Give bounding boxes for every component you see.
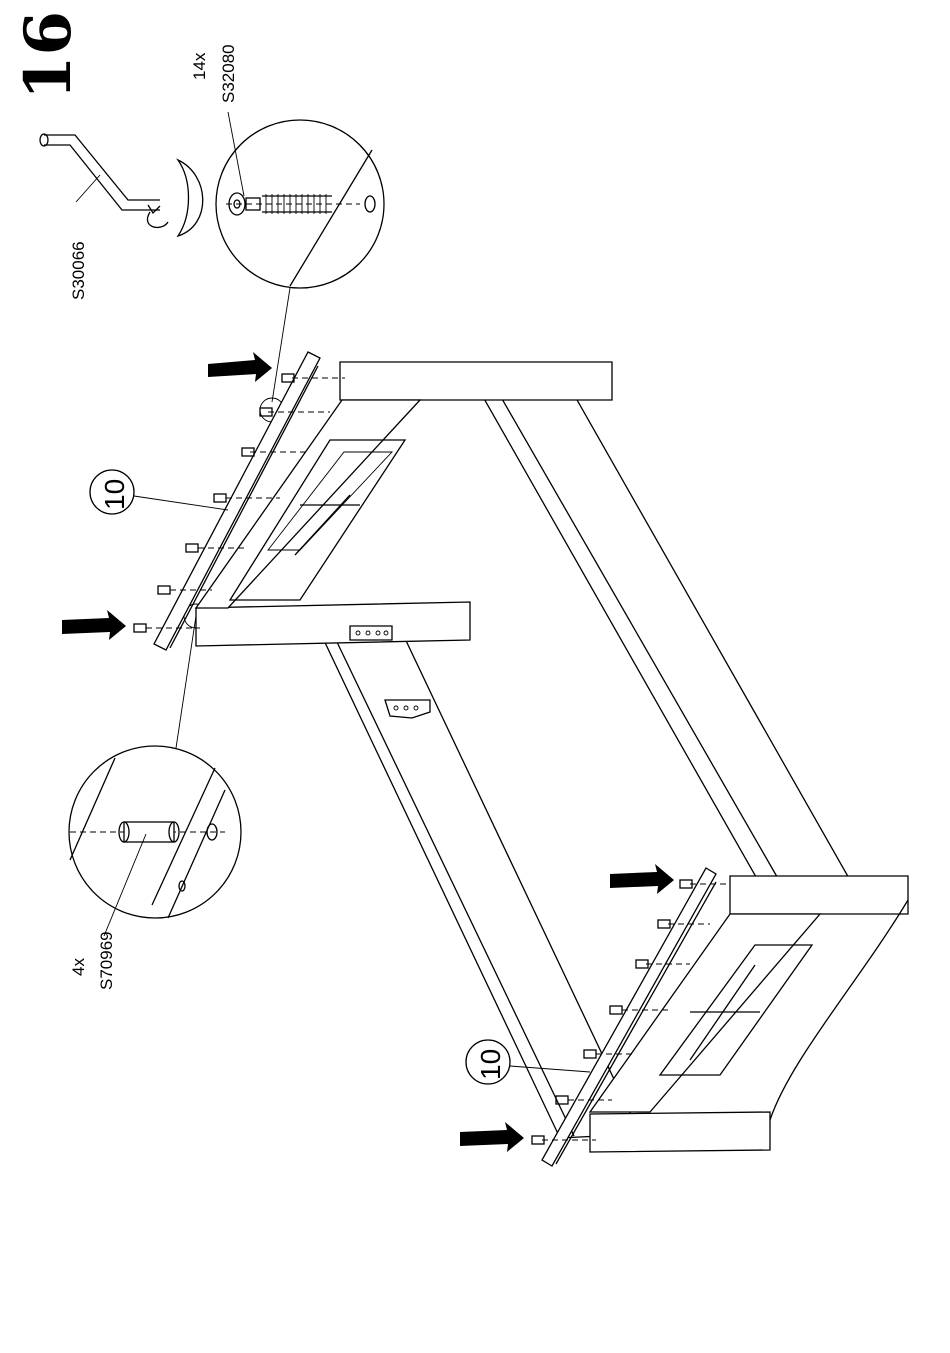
part-callout-upper: 10 [90,470,228,514]
tool-leader-line [76,175,100,202]
side-rail-back [470,370,850,884]
step-number: 16 [11,11,86,100]
part-callout-label: 10 [99,479,130,510]
arrow-icon [208,352,272,382]
dowel-code-label: S70969 [97,931,116,990]
arrow-icon [460,1122,524,1152]
arrow-icon [610,864,674,894]
dowel-leader-line [104,834,146,936]
screw-detail-circle [216,120,384,288]
screw-detail-link [272,288,290,402]
allen-key-icon [40,134,203,236]
screw-leader-line [228,112,244,196]
dowel-detail-link [176,616,196,748]
tool-code-label: S30066 [69,241,88,300]
dowel-detail-circle [69,746,241,918]
screw-code-label: S32080 [219,44,238,103]
part-callout-label: 10 [475,1049,506,1080]
dowel-qty-label: 4x [69,958,88,976]
arrow-icon [62,610,126,640]
screw-qty-label: 14x [190,52,209,80]
corner-bracket-upper [350,626,392,640]
